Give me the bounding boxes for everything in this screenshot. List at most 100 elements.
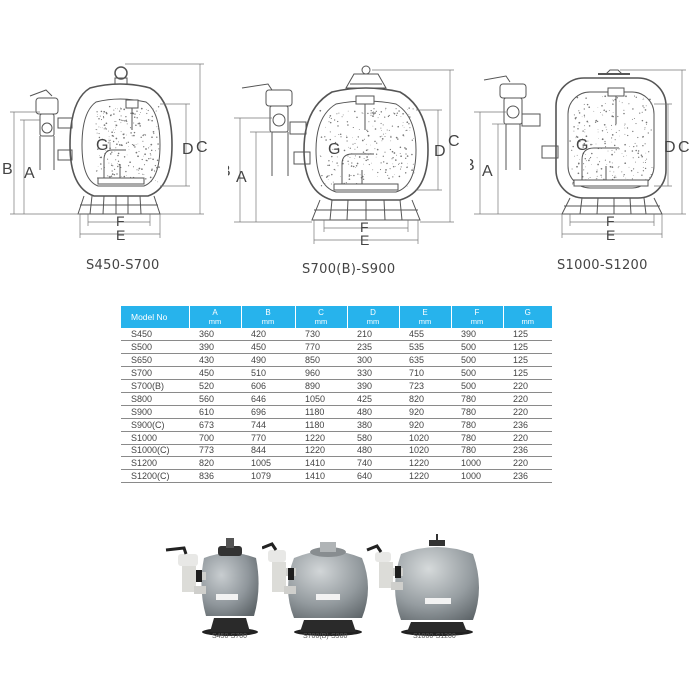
cell-value: 390: [189, 340, 241, 355]
dim-label-a: A: [482, 163, 493, 180]
cell-value: 673: [189, 418, 241, 432]
cell-value: 1220: [295, 444, 347, 458]
cell-value: 390: [347, 379, 399, 393]
cell-value: 300: [347, 353, 399, 368]
cell-value: 490: [241, 353, 295, 368]
photo-caption: S450-S700: [212, 633, 248, 640]
cell-value: 125: [503, 353, 552, 368]
photo-s700b-s900: [262, 528, 380, 638]
cell-model: S700(B): [121, 379, 189, 393]
cell-model: S450: [121, 328, 189, 342]
cell-value: 820: [189, 456, 241, 471]
dim-label-g: G: [328, 141, 340, 158]
cell-value: 1050: [295, 392, 347, 406]
cell-model: S700: [121, 366, 189, 381]
cell-value: 740: [347, 456, 399, 471]
cell-value: 770: [295, 340, 347, 355]
cell-value: 700: [189, 431, 241, 445]
cell-value: 744: [241, 418, 295, 432]
cell-value: 500: [451, 379, 503, 393]
cell-value: 1000: [451, 469, 503, 484]
cell-value: 640: [347, 469, 399, 484]
cell-value: 1000: [451, 456, 503, 471]
cell-value: 236: [503, 444, 552, 458]
cell-value: 606: [241, 379, 295, 393]
cell-value: 780: [451, 405, 503, 419]
cell-value: 850: [295, 353, 347, 368]
cell-value: 220: [503, 456, 552, 471]
cell-value: 696: [241, 405, 295, 419]
cell-model: S1000: [121, 431, 189, 445]
dim-label-a: A: [236, 169, 247, 186]
header-model-no: Model No: [121, 306, 190, 328]
cell-value: 1079: [241, 469, 295, 484]
cell-value: 1180: [295, 405, 347, 419]
photo-caption: S1000-S1200: [413, 633, 456, 640]
cell-value: 1020: [399, 431, 451, 445]
cell-value: 820: [399, 392, 451, 406]
cell-value: 480: [347, 405, 399, 419]
cell-value: 125: [503, 328, 552, 342]
cell-value: 646: [241, 392, 295, 406]
cell-value: 1220: [399, 469, 451, 484]
cell-model: S900(C): [121, 418, 189, 432]
cell-value: 1020: [399, 444, 451, 458]
cell-value: 450: [241, 340, 295, 355]
cell-value: 500: [451, 340, 503, 355]
cell-value: 425: [347, 392, 399, 406]
dim-label-a: A: [24, 165, 35, 182]
cell-model: S1200: [121, 456, 189, 471]
cell-value: 125: [503, 366, 552, 381]
cell-value: 480: [347, 444, 399, 458]
dim-label-g: G: [96, 137, 108, 154]
cell-value: 535: [399, 340, 451, 355]
cell-model: S650: [121, 353, 189, 368]
cell-value: 890: [295, 379, 347, 393]
cell-value: 390: [451, 328, 503, 342]
cell-value: 780: [451, 444, 503, 458]
dim-label-c: C: [196, 139, 208, 156]
cell-value: 780: [451, 431, 503, 445]
cell-value: 1005: [241, 456, 295, 471]
cell-value: 236: [503, 418, 552, 432]
cell-value: 220: [503, 405, 552, 419]
cell-model: S800: [121, 392, 189, 406]
cell-value: 710: [399, 366, 451, 381]
cell-value: 1220: [295, 431, 347, 445]
dim-label-d: D: [434, 143, 446, 160]
dim-label-b: B: [228, 163, 231, 180]
cell-value: 500: [451, 366, 503, 381]
dim-label-d: D: [664, 139, 676, 156]
diagram-s450-s700: B A D C G F E: [0, 0, 230, 290]
cell-value: 210: [347, 328, 399, 342]
cell-value: 220: [503, 392, 552, 406]
cell-value: 635: [399, 353, 451, 368]
cell-value: 730: [295, 328, 347, 342]
cell-value: 844: [241, 444, 295, 458]
cell-value: 360: [189, 328, 241, 342]
cell-value: 1180: [295, 418, 347, 432]
cell-value: 780: [451, 418, 503, 432]
diagram-caption: S450-S700: [86, 258, 160, 273]
cell-value: 770: [241, 431, 295, 445]
cell-value: 420: [241, 328, 295, 342]
dim-label-c: C: [678, 139, 690, 156]
cell-value: 220: [503, 431, 552, 445]
cell-value: 1410: [295, 456, 347, 471]
dim-label-b: B: [470, 157, 475, 174]
dim-label-e: E: [606, 227, 615, 243]
cell-model: S500: [121, 340, 189, 355]
